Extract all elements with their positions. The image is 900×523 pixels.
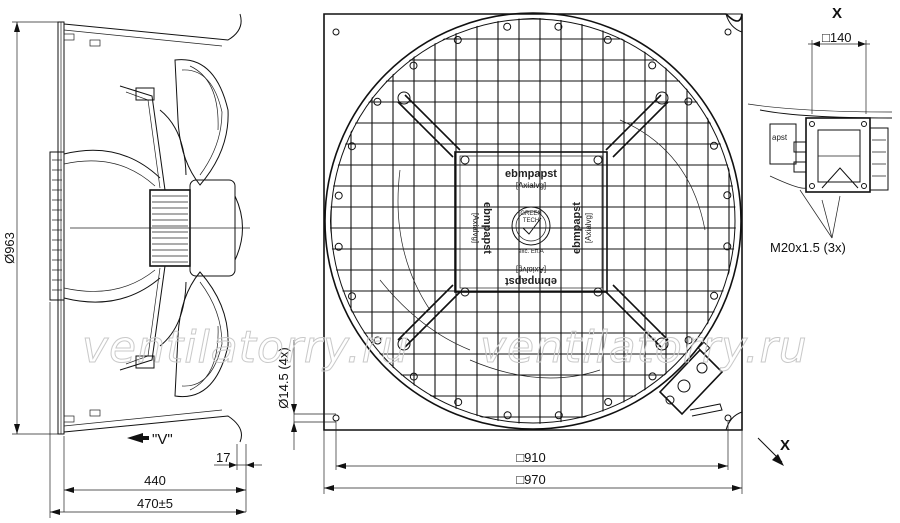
- dim-total-depth: 470±5: [137, 496, 173, 511]
- ring-bolt: [409, 61, 418, 70]
- ring-bolt: [453, 36, 462, 44]
- watermark: ventilatorry.ru ventilatorry.ru: [82, 322, 808, 374]
- brand-label-right: ebmpapst: [571, 202, 583, 254]
- dim-depth: 440: [144, 473, 166, 488]
- watermark-text-right: ventilatorry.ru: [480, 322, 808, 373]
- dim-holes: Ø14.5 (4x): [276, 347, 291, 408]
- front-view: ebmpapst [Axialvg] ebmpapst [Axialvg] eb…: [276, 12, 790, 494]
- ring-bolt: [454, 398, 463, 407]
- detail-brand-fragment: apst: [772, 133, 788, 142]
- dim-diameter: Ø963: [2, 232, 17, 264]
- brand-sub-top: [Axialvg]: [516, 181, 546, 190]
- dim-flange: 17: [216, 450, 230, 465]
- guard-struts: [397, 91, 669, 351]
- thread-label: M20x1.5 (3x): [770, 240, 846, 255]
- ring-bolt: [710, 291, 719, 300]
- ring-bolts: [334, 22, 732, 420]
- brand-label-bottom: ebmpapst: [505, 275, 557, 287]
- brand-label-left: ebmpapst: [481, 202, 493, 254]
- side-view: Ø963: [2, 13, 262, 518]
- ring-bolt: [409, 372, 418, 381]
- ring-bolt: [723, 191, 732, 200]
- ring-bolt: [710, 141, 718, 150]
- view-marker: X: [757, 437, 790, 466]
- dim-inner: □910: [516, 450, 546, 465]
- ring-bolt: [334, 191, 343, 200]
- ring-bolt: [604, 398, 613, 406]
- motor-fins: [152, 195, 188, 263]
- airflow-label: "V": [152, 431, 173, 448]
- ring-bolt: [648, 61, 657, 70]
- brand-sub-left: [Axialvg]: [471, 213, 480, 243]
- view-marker-label: X: [780, 437, 790, 454]
- terminal-box: [658, 341, 724, 417]
- ring-bolt: [348, 292, 356, 301]
- ring-bolt: [684, 336, 693, 345]
- ring-bolt: [373, 97, 382, 106]
- brand-sub-bottom: [Axialvg]: [516, 265, 546, 274]
- ring-bolt: [723, 242, 732, 251]
- ring-bolt: [554, 411, 563, 420]
- brand-sub-right: [Axialvg]: [584, 213, 593, 243]
- ring-bolt: [684, 97, 693, 106]
- detail-title: X: [832, 5, 842, 22]
- badge-top-text: GREEN: [520, 211, 541, 217]
- ring-bolt: [648, 372, 657, 381]
- ring-bolt: [503, 22, 512, 31]
- ring-bolt: [603, 35, 612, 44]
- dim-box: □140: [822, 30, 852, 45]
- flange-bolts: [63, 33, 101, 423]
- badge-bottom-text: exc. Eff.A: [518, 249, 544, 255]
- badge-mid-text: TECH: [523, 218, 539, 224]
- detail-view: X □140 apst M20x1.5 (3x): [747, 5, 893, 255]
- ring-bolt: [373, 336, 382, 345]
- fan-blades-side: [159, 59, 229, 398]
- fan-blades-front: [379, 119, 706, 379]
- mounting-holes: [332, 28, 732, 422]
- ring-bolt: [347, 142, 356, 151]
- green-tech-badge: GREEN TECH exc. Eff.A: [511, 206, 551, 255]
- motor-plate: [454, 151, 608, 293]
- airflow-arrow-v: "V": [127, 431, 173, 448]
- dim-outer: □970: [516, 472, 546, 487]
- ring-bolt: [334, 242, 343, 251]
- guard-grid: [330, 18, 736, 424]
- ring-bolt: [554, 22, 563, 31]
- brand-label-top: ebmpapst: [505, 168, 557, 180]
- ring-bolt: [503, 411, 512, 420]
- watermark-text-left: ventilatorry.ru: [82, 322, 410, 373]
